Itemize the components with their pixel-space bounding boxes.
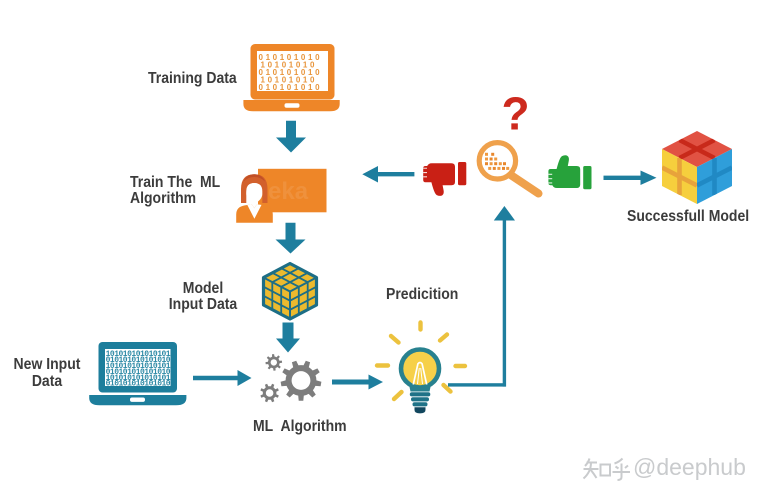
- svg-text:eka: eka: [268, 178, 309, 205]
- svg-text:101010101010101: 101010101010101: [106, 374, 171, 383]
- svg-text:0 1 0 1 0 1 0 1 0: 0 1 0 1 0 1 0 1 0: [259, 68, 321, 77]
- svg-text:1 0 1 0 1 0 1 0: 1 0 1 0 1 0 1 0: [261, 61, 316, 70]
- svg-text:010101010101010: 010101010101010: [106, 380, 171, 389]
- svg-text:0 1 0 1 0 1 0 1 0: 0 1 0 1 0 1 0 1 0: [259, 83, 321, 92]
- svg-text:010101010101010: 010101010101010: [106, 368, 171, 377]
- svg-text:?: ?: [502, 88, 530, 140]
- svg-text:0 1 0 1 0 1 0 1 0: 0 1 0 1 0 1 0 1 0: [259, 53, 321, 62]
- svg-text:1 0 1 0 1 0 1 0: 1 0 1 0 1 0 1 0: [261, 76, 316, 85]
- svg-text:010101010101010: 010101010101010: [106, 356, 171, 365]
- svg-text:101010101010101: 101010101010101: [106, 350, 171, 359]
- svg-text:101010101010101: 101010101010101: [106, 362, 171, 371]
